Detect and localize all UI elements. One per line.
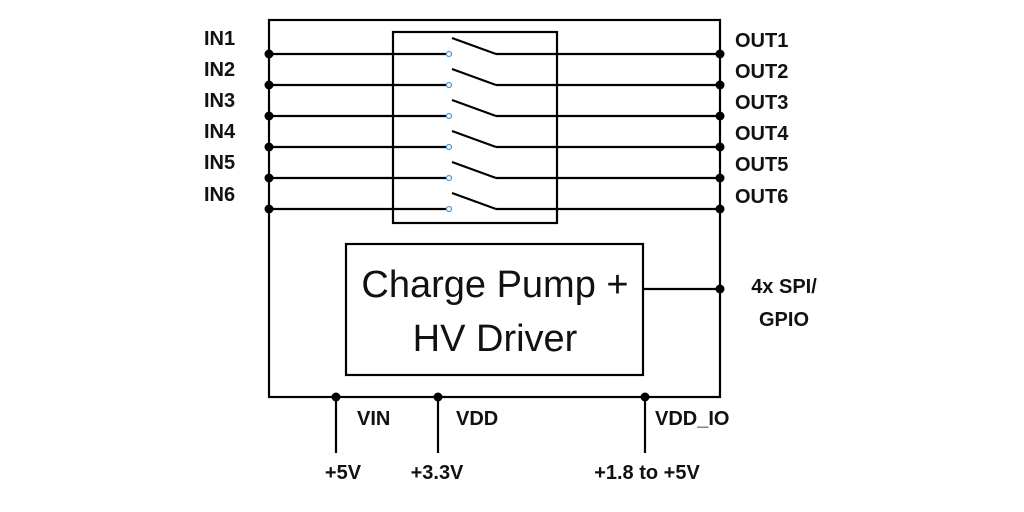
supply-pin-label: VDD_IO — [655, 408, 729, 430]
output-label: OUT1 — [735, 30, 788, 52]
input-label: IN4 — [204, 121, 236, 143]
input-junction-dot — [264, 80, 274, 90]
supply-vdd-io: VDD_IO +1.8 to +5V — [594, 392, 729, 484]
switch-array-box — [391, 30, 559, 225]
switch-contact — [445, 81, 453, 89]
output-label: OUT4 — [735, 123, 789, 145]
switch-blade — [451, 67, 497, 87]
output-junction-dot — [715, 142, 725, 152]
output-label: OUT3 — [735, 92, 788, 114]
supply-voltage-label: +1.8 to +5V — [594, 462, 700, 484]
switch-contact — [445, 174, 453, 182]
switch-contact — [445, 143, 453, 151]
block-label-line2: HV Driver — [413, 318, 578, 360]
switch-contact — [445, 205, 453, 213]
output-junction-dot — [715, 80, 725, 90]
switch-contact — [445, 50, 453, 58]
input-labels: IN1 IN2 IN3 IN4 IN5 IN6 — [204, 28, 236, 206]
switch-channels — [264, 36, 725, 214]
output-label: OUT5 — [735, 154, 788, 176]
input-junction-dot — [264, 142, 274, 152]
switch-blade — [451, 98, 497, 118]
input-label: IN3 — [204, 90, 235, 112]
output-junction-dot — [715, 111, 725, 121]
switch-blade — [451, 191, 497, 211]
supply-pin-label: VDD — [456, 408, 498, 430]
supply-junction-dot — [433, 392, 443, 402]
switch-blade — [451, 160, 497, 180]
supply-voltage-label: +5V — [325, 462, 362, 484]
supply-vin: VIN +5V — [325, 392, 390, 484]
input-label: IN6 — [204, 184, 235, 206]
block-label-line1: Charge Pump + — [361, 264, 628, 306]
output-junction-dot — [715, 49, 725, 59]
input-junction-dot — [264, 173, 274, 183]
supply-pin-label: VIN — [357, 408, 390, 430]
supply-voltage-label: +3.3V — [411, 462, 464, 484]
switch-blade — [451, 129, 497, 149]
output-junction-dot — [715, 173, 725, 183]
output-label: OUT6 — [735, 186, 788, 208]
input-label: IN1 — [204, 28, 235, 50]
supply-junction-dot — [640, 392, 650, 402]
input-label: IN2 — [204, 59, 235, 81]
switch-contact — [445, 112, 453, 120]
input-label: IN5 — [204, 152, 235, 174]
switch-blade — [451, 36, 497, 56]
control-junction-dot — [715, 284, 725, 294]
control-label-line2: GPIO — [759, 309, 809, 331]
output-labels: OUT1 OUT2 OUT3 OUT4 OUT5 OUT6 — [735, 30, 789, 208]
control-label-line1: 4x SPI/ — [751, 276, 817, 298]
supply-vdd: VDD +3.3V — [411, 392, 498, 484]
output-junction-dot — [715, 204, 725, 214]
charge-pump-driver-block — [344, 242, 645, 377]
input-junction-dot — [264, 49, 274, 59]
output-label: OUT2 — [735, 61, 788, 83]
input-junction-dot — [264, 111, 274, 121]
input-junction-dot — [264, 204, 274, 214]
supply-junction-dot — [331, 392, 341, 402]
